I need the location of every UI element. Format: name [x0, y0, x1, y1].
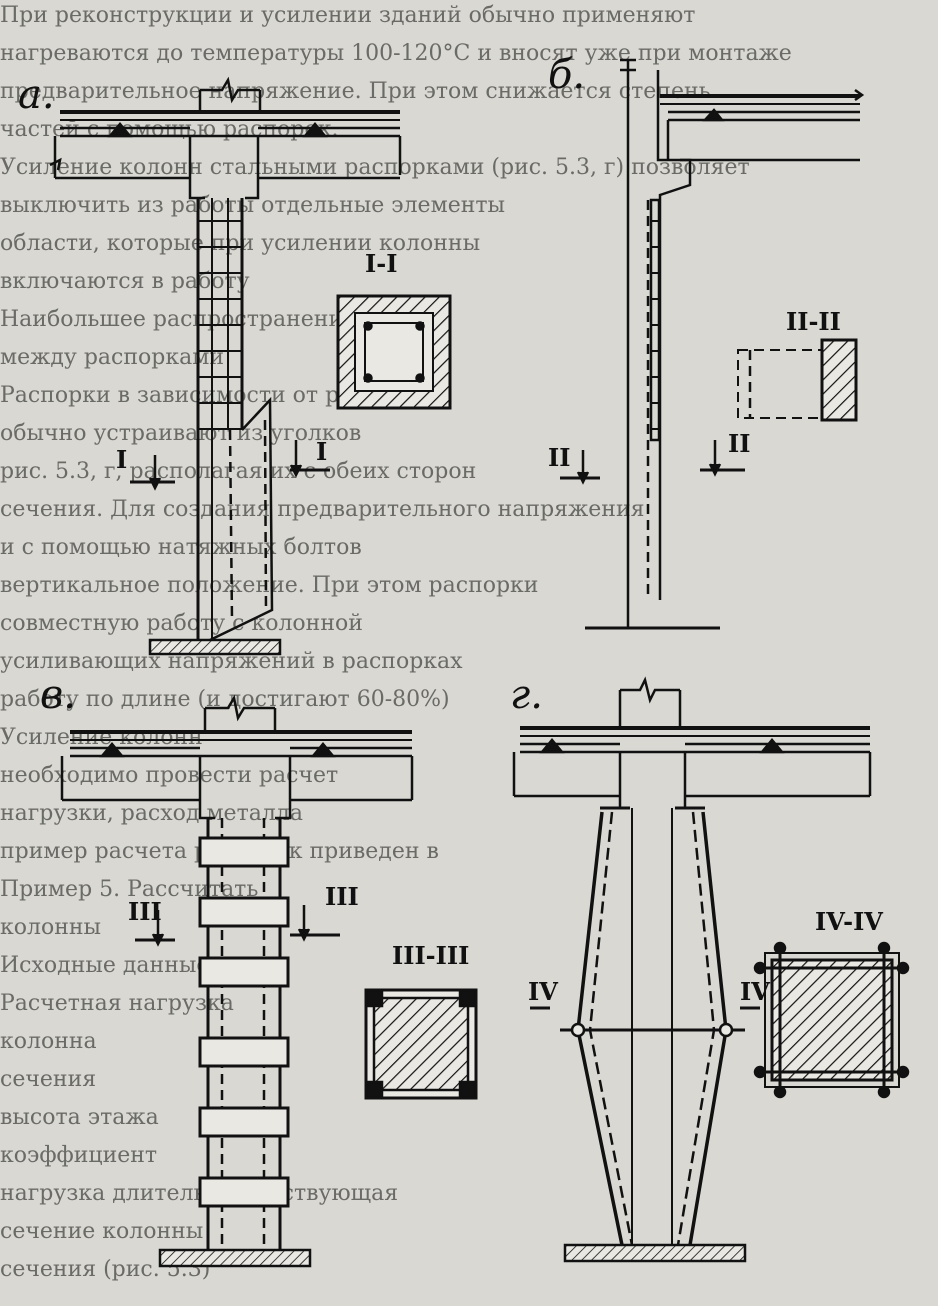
panel-d-letter: г.	[510, 672, 543, 718]
background-text-line: Усиление колонн	[0, 725, 203, 750]
panel-b-cut-label-right: II	[728, 429, 750, 458]
panel-c-cut-markers: III III	[128, 882, 359, 947]
background-text-line: Исходные данные	[0, 953, 210, 978]
background-text-line: между распорками	[0, 345, 225, 370]
panel-d-base	[563, 1243, 747, 1263]
panel-b-letter: б.	[548, 52, 585, 98]
panel-c-column	[198, 818, 290, 1250]
background-text-line: рис. 5.3, г, располагая их с обеих сторо…	[0, 459, 477, 484]
panel-c-section-title: III-III	[392, 941, 469, 970]
panel-c-column-top	[198, 694, 292, 820]
panel-b-column	[620, 58, 692, 628]
panel-c: в.	[40, 672, 478, 1268]
panel-c-slab	[60, 730, 414, 802]
background-text-line: необходимо провести расчет	[0, 763, 339, 788]
panel-b-slab	[660, 88, 865, 162]
background-text-line: нагрузки, расход металла	[0, 801, 303, 826]
background-text-line: и с помощью натяжных болтов	[0, 535, 362, 560]
panel-d-cut-label-left: IV	[528, 977, 558, 1006]
panel-d-cut-markers: IV IV	[528, 977, 770, 1010]
background-text-line: Усиление колонн стальными распорками (ри…	[0, 155, 750, 180]
background-text-line: сечение колонны	[0, 1219, 204, 1244]
background-text-line: предварительное напряжение. При этом сни…	[0, 79, 711, 104]
panel-d-column	[560, 806, 745, 1246]
background-text-line: Расчетная нагрузка	[0, 991, 234, 1016]
panel-d: г.	[510, 672, 910, 1263]
panel-d-column-top	[618, 676, 687, 808]
panel-a-slab	[49, 110, 402, 180]
panel-a-section: I-I	[336, 249, 452, 410]
panel-a-column-top	[188, 76, 262, 200]
background-text-line: коэффициент	[0, 1143, 158, 1168]
background-text-line: колонна	[0, 1029, 97, 1054]
panel-c-letter: в.	[40, 672, 76, 718]
panel-c-section: III-III	[364, 941, 478, 1100]
panel-c-cut-label-left: III	[128, 897, 162, 926]
panel-a-cut-label-left: I	[116, 445, 127, 474]
background-text-line: сечения. Для создания предварительного н…	[0, 497, 645, 522]
panel-a-section-title: I-I	[365, 249, 397, 278]
background-text-line: высота этажа	[0, 1105, 159, 1130]
panel-a-column	[196, 198, 274, 642]
background-text-line: При реконструкции и усилении зданий обыч…	[0, 3, 696, 28]
panel-a-cut-label-right: I	[316, 437, 327, 466]
background-text-line: частей с помощью распорок.	[0, 117, 339, 142]
panel-b: б.	[548, 52, 865, 630]
panel-a-letter: а.	[18, 72, 55, 118]
panel-b-section: II-II	[737, 307, 858, 422]
background-text-line: вертикальное положение. При этом распорк…	[0, 573, 539, 598]
panel-a: а.	[18, 72, 452, 656]
background-text-line: обычно устраивают из уголков	[0, 421, 362, 446]
panel-b-cut-label-left: II	[548, 443, 570, 472]
panel-d-section: IV-IV	[753, 907, 910, 1099]
background-text-line: совместную работу с колонной	[0, 611, 363, 636]
panel-a-cut-markers: I I	[116, 437, 330, 491]
panel-c-base	[158, 1248, 312, 1268]
panel-a-base	[148, 638, 282, 656]
panel-d-slab	[512, 726, 872, 798]
panel-c-cut-label-right: III	[325, 882, 359, 911]
background-text-line: колонны	[0, 915, 102, 940]
background-text-line: нагреваются до температуры 100-120°С и в…	[0, 41, 792, 66]
panel-b-cut-markers: II II	[548, 429, 750, 485]
panel-b-section-title: II-II	[786, 307, 841, 336]
panel-d-section-title: IV-IV	[815, 907, 883, 936]
background-text-line: сечения	[0, 1067, 97, 1092]
